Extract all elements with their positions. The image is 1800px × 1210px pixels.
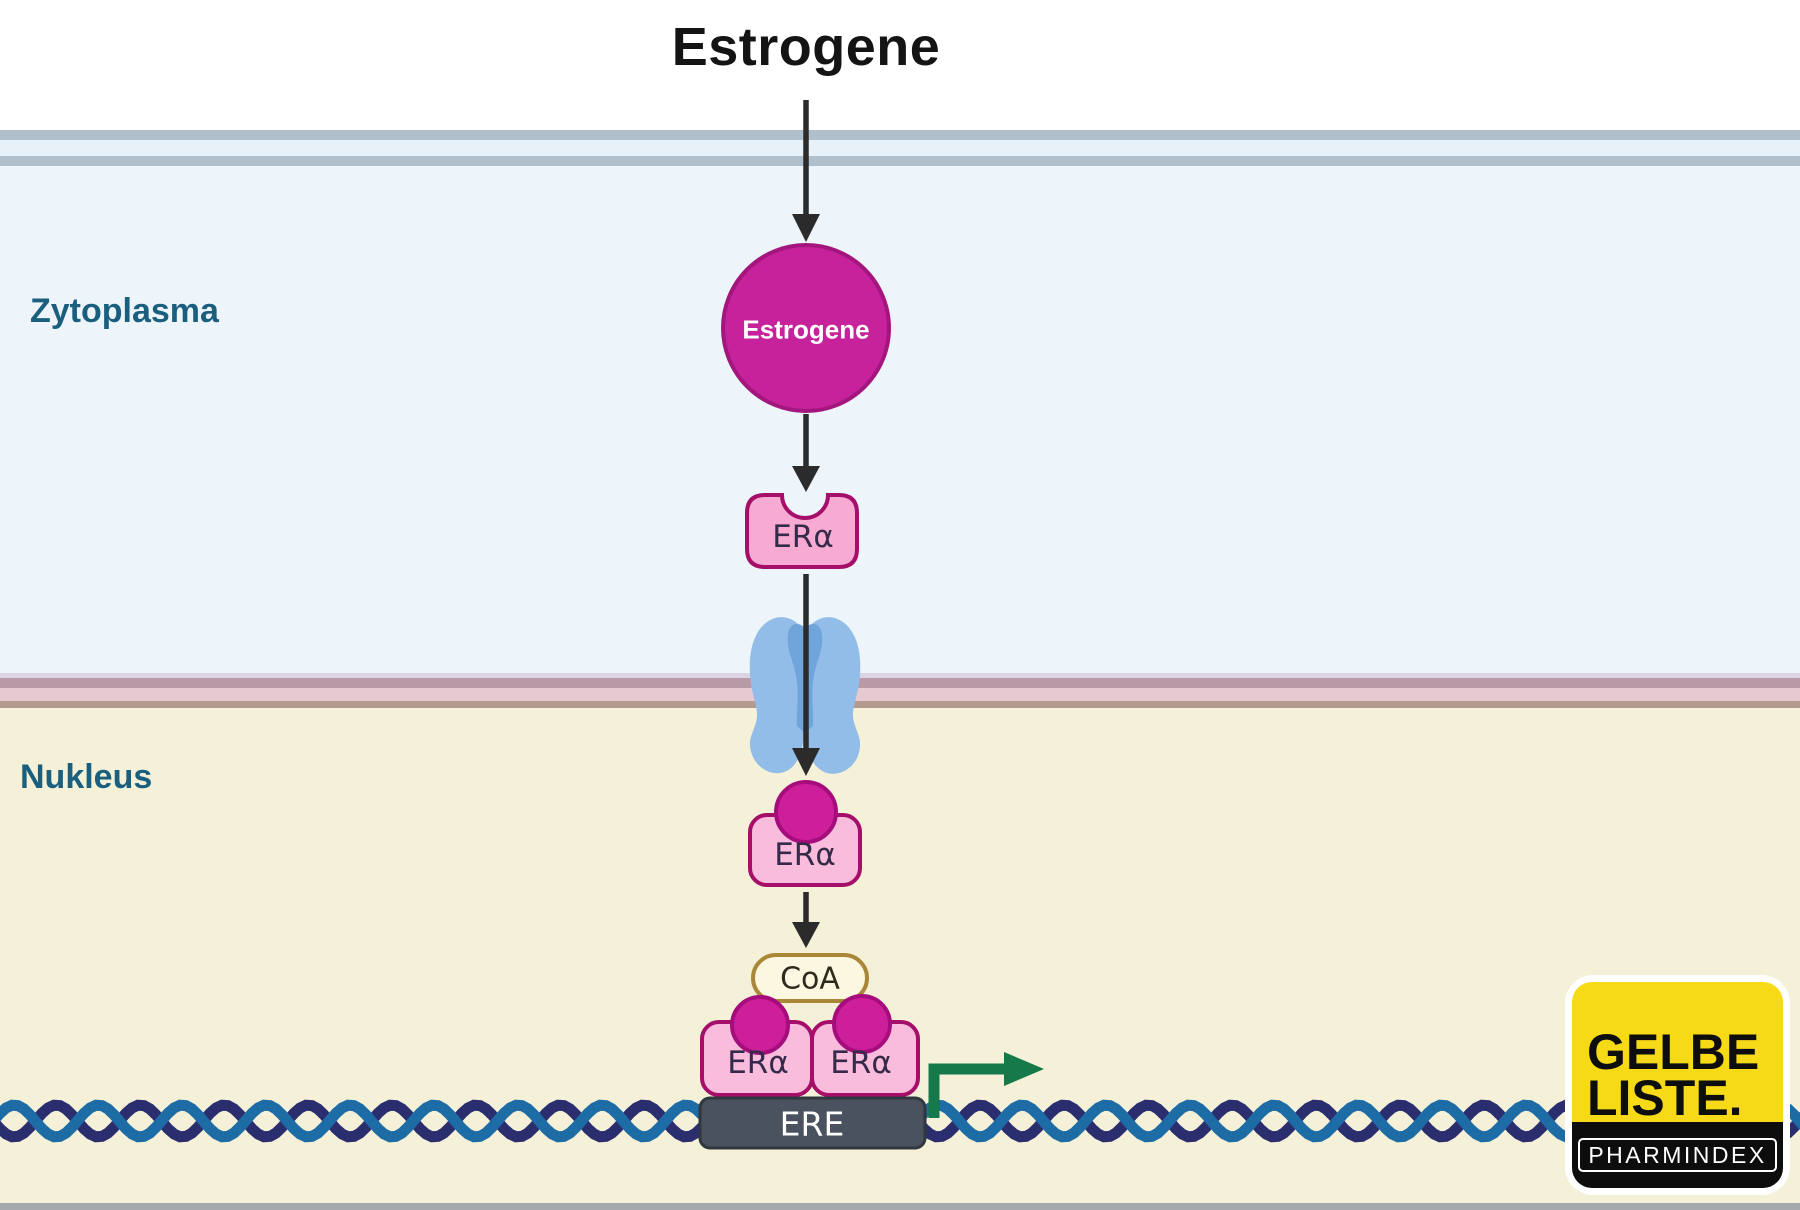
cell-membrane-mid	[0, 140, 1800, 156]
ligand-on-dimer-left-icon	[730, 995, 790, 1055]
bottom-edge-strip	[0, 1203, 1800, 1210]
cytoplasm-label: Zytoplasma	[30, 292, 219, 330]
dimer-right-label: ERα	[830, 1045, 892, 1081]
nuclear-membrane-line-3	[0, 688, 1800, 701]
coactivator-label: CoA	[780, 961, 840, 997]
diagram-title: Estrogene	[671, 17, 941, 77]
gelbe-liste-logo: GELBE LISTE. PHARMINDEX	[1565, 975, 1790, 1195]
logo-line2: LISTE.	[1587, 1070, 1743, 1126]
ligand-circle-label: Estrogene	[742, 314, 870, 345]
flow-arrows	[792, 100, 820, 948]
logo-yellow-panel	[1572, 982, 1783, 1122]
response-element-shape	[698, 1096, 927, 1150]
logo-line1: GELBE	[1587, 1024, 1760, 1080]
arrow-head-3-icon	[792, 748, 820, 776]
cell-membrane-inner-line	[0, 156, 1800, 166]
receptor-bound-label: ERα	[774, 837, 836, 873]
transcription-arrow-icon	[928, 1052, 1044, 1118]
cell-membrane-outer-line	[0, 130, 1800, 140]
ligand-circle-shape	[721, 243, 891, 413]
arrow-head-2-icon	[792, 466, 820, 492]
nuclear-membrane-line-4	[0, 701, 1800, 708]
receptor-free-label: ERα	[772, 519, 834, 555]
arrow-head-1-icon	[792, 214, 820, 242]
nucleus-label: Nukleus	[20, 758, 153, 796]
logo-black-panel: PHARMINDEX	[1572, 1122, 1783, 1188]
ligand-on-dimer-right-icon	[832, 994, 892, 1054]
extracellular-region	[0, 0, 1800, 130]
dimer-left-label: ERα	[727, 1045, 789, 1081]
response-element-label: ERE	[779, 1104, 845, 1144]
receptor-free-shape	[745, 493, 859, 569]
cytoplasm-region	[0, 166, 1800, 673]
logo-tagline: PHARMINDEX	[1578, 1138, 1777, 1172]
ligand-on-receptor-icon	[774, 780, 838, 844]
arrow-head-4-icon	[792, 922, 820, 948]
coactivator-shape	[751, 953, 869, 1003]
nuclear-membrane-line-1	[0, 673, 1800, 678]
nuclear-membrane-line-2	[0, 678, 1800, 688]
